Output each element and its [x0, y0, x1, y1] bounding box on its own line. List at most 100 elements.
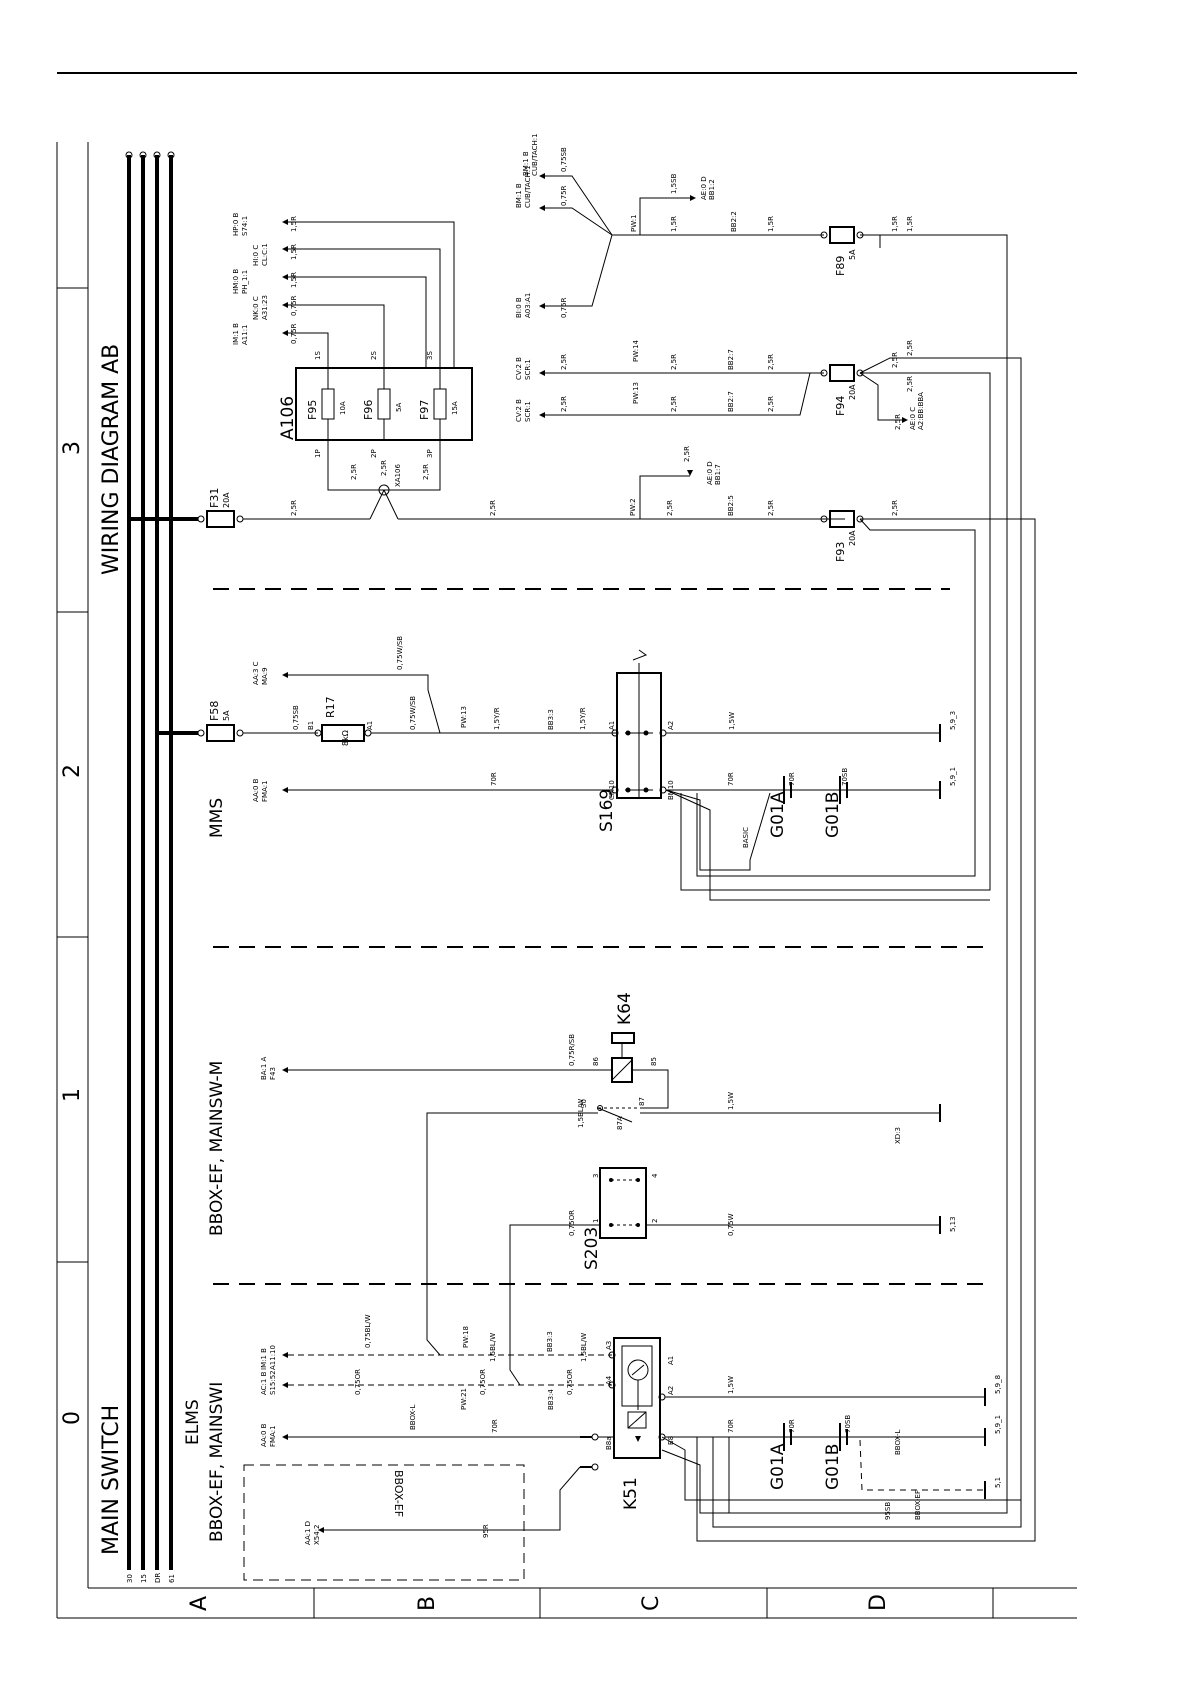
conn-im1b-bot-a: IM:1 B: [260, 1348, 268, 1370]
conn-hp0b-b: S74:1: [241, 216, 249, 236]
conn-ac1b-a: AC:1 B: [260, 1371, 268, 1395]
module-A106-name: A106: [278, 396, 298, 440]
pin-label: 3: [592, 1174, 600, 1178]
conn-cv2b-b-2: SCR:1: [524, 401, 532, 422]
node-bb2-7a: BB2:7: [727, 349, 735, 370]
bus-label-30: 30: [126, 1574, 134, 1583]
grid-col-0: 0: [60, 1411, 85, 1425]
section-elms: ELMS: [183, 1399, 203, 1445]
wire-label: 2,5R: [767, 396, 775, 412]
pin-label: A1: [667, 1356, 675, 1365]
module-K51: [613, 1337, 661, 1459]
fuse-F95-name: F95: [306, 400, 319, 420]
fuse-F31: [206, 510, 235, 528]
wire-label: 1,5W: [728, 712, 736, 730]
wire-label: 2,5R: [422, 464, 430, 480]
wire-label: 1,5Y/R: [493, 707, 501, 730]
conn-aa0b-elms-a: AA:0 B: [260, 1423, 268, 1447]
wire-label: 2,5R: [670, 354, 678, 370]
conn-ac1b-b: S15:52: [269, 1370, 277, 1395]
fuse-F96-name: F96: [362, 400, 375, 420]
pin-label: A3: [605, 1341, 613, 1350]
wire-label: 2,5R: [560, 354, 568, 370]
node-bb2-5: BB2:5: [727, 495, 735, 516]
fuse-F94-rating: 20A: [848, 384, 857, 400]
wire-label: 1,5SB: [670, 173, 678, 194]
relay-K64-name: K64: [615, 992, 635, 1025]
bus-label-dr: DR: [154, 1573, 162, 1583]
title-wiring-diagram: WIRING DIAGRAM AB: [99, 344, 124, 575]
conn-hp0b-a: HP:0 B: [232, 212, 240, 236]
conn-aa3c-b: MA:9: [261, 667, 269, 685]
fuse-F93-name: F93: [834, 542, 847, 562]
grid-col-2: 2: [60, 764, 85, 778]
conn-ba1a-b: F43: [269, 1067, 277, 1080]
conn-aa3c-a: AA:3 C: [252, 661, 260, 685]
wire-label: 1,5R: [891, 216, 899, 232]
node-bb3-4: BB3:4: [547, 1389, 555, 1410]
conn-aa1d-a: AA:1 D: [304, 1521, 312, 1545]
fuse-F97-rating: 15A: [451, 401, 459, 415]
wire-label: 2,5R: [350, 464, 358, 480]
node-pw21: PW:21: [460, 1388, 468, 1410]
pin-label: 4: [651, 1173, 659, 1178]
wire-label: 70R: [490, 772, 498, 786]
fuse-F97-name: F97: [418, 400, 431, 420]
wire-label: 2,5R: [891, 500, 899, 516]
wire-label: 0,75BL/W: [364, 1314, 372, 1348]
fuse-F58: [206, 724, 235, 742]
wire-label: 2,5R: [683, 446, 691, 462]
section-bbox-mainswi: BBOX-EF, MAINSWI: [207, 1382, 227, 1542]
node-pw1: PW:1: [630, 214, 638, 232]
wire-label: BBOX-L: [409, 1404, 417, 1430]
conn-ae0d-mid-b: BB1:7: [714, 464, 722, 485]
bbox-ef-box: [243, 1464, 525, 1581]
battery-G01B-top-name: G01B: [823, 792, 843, 838]
grid-col-1: 1: [60, 1088, 85, 1102]
fuse-F89-rating: 5A: [848, 249, 857, 260]
wire-label: 1,5R: [906, 216, 914, 232]
conn-bm1b-b-1: BM:1 B: [522, 151, 530, 176]
wire-label: 1,5Y/R: [579, 707, 587, 730]
wire-label: 1,5W: [727, 1376, 735, 1394]
wire-label: 2,5R: [767, 500, 775, 516]
ground-59-1b: 5,9_1: [994, 1415, 1002, 1434]
conn-ae0d-top-a: AE:0 D: [700, 176, 708, 200]
fuse-F94: [829, 364, 855, 382]
grid-row-B: B: [415, 1596, 440, 1611]
fuse-F58-rating: 5A: [222, 710, 231, 721]
title-main-switch: MAIN SWITCH: [99, 1405, 124, 1555]
wire-label: 0,75SB: [560, 147, 568, 172]
fuse-F93-rating: 20A: [848, 530, 857, 546]
conn-aa0b-mms-a: AA:0 B: [252, 778, 260, 802]
bus-label-15: 15: [140, 1574, 148, 1583]
resistor-R17-name: R17: [324, 696, 337, 718]
conn-aa0b-mms-b: FMA:1: [261, 780, 269, 802]
pin-label: 3P: [426, 449, 434, 458]
wire-label: 2,5R: [906, 340, 914, 356]
grid-row-C: C: [639, 1596, 664, 1611]
node-pw13b: PW:13: [460, 706, 468, 728]
ground-59-3: 5,9_3: [949, 711, 957, 730]
resistor-R17-value: 8kΩ: [341, 730, 350, 746]
pin-label: 87A: [616, 1116, 624, 1130]
fuse-F95-rating: 10A: [339, 401, 347, 415]
wire-label: 1,5BL/W: [577, 1099, 585, 1128]
wire-label: 1,5R: [290, 272, 298, 288]
wire-label: 1,5R: [767, 216, 775, 232]
conn-cv2b-b-1: CV:2 B: [515, 399, 523, 422]
wire-label: 0,75R: [560, 297, 568, 318]
ground-59-1a: 5,9_1: [949, 767, 957, 786]
wire-label: 0,75R/SB: [568, 1034, 576, 1066]
wire-label: 0,75R: [290, 323, 298, 344]
wire-label: 2,5R: [906, 376, 914, 392]
wire-label: BBOX-EF: [914, 1490, 922, 1520]
conn-aa0b-elms-b: FMA:1: [269, 1425, 277, 1447]
conn-ba1a-a: BA:1 A: [260, 1056, 268, 1080]
conn-hm0b-b: PH_1:1: [241, 270, 249, 294]
wire-label: 2,5R: [560, 396, 568, 412]
resistor-R17: [321, 724, 365, 742]
wire-label: 95R: [482, 1524, 490, 1538]
pin-label: A1: [366, 721, 374, 730]
battery-G01B-bot-name: G01B: [823, 1444, 843, 1490]
